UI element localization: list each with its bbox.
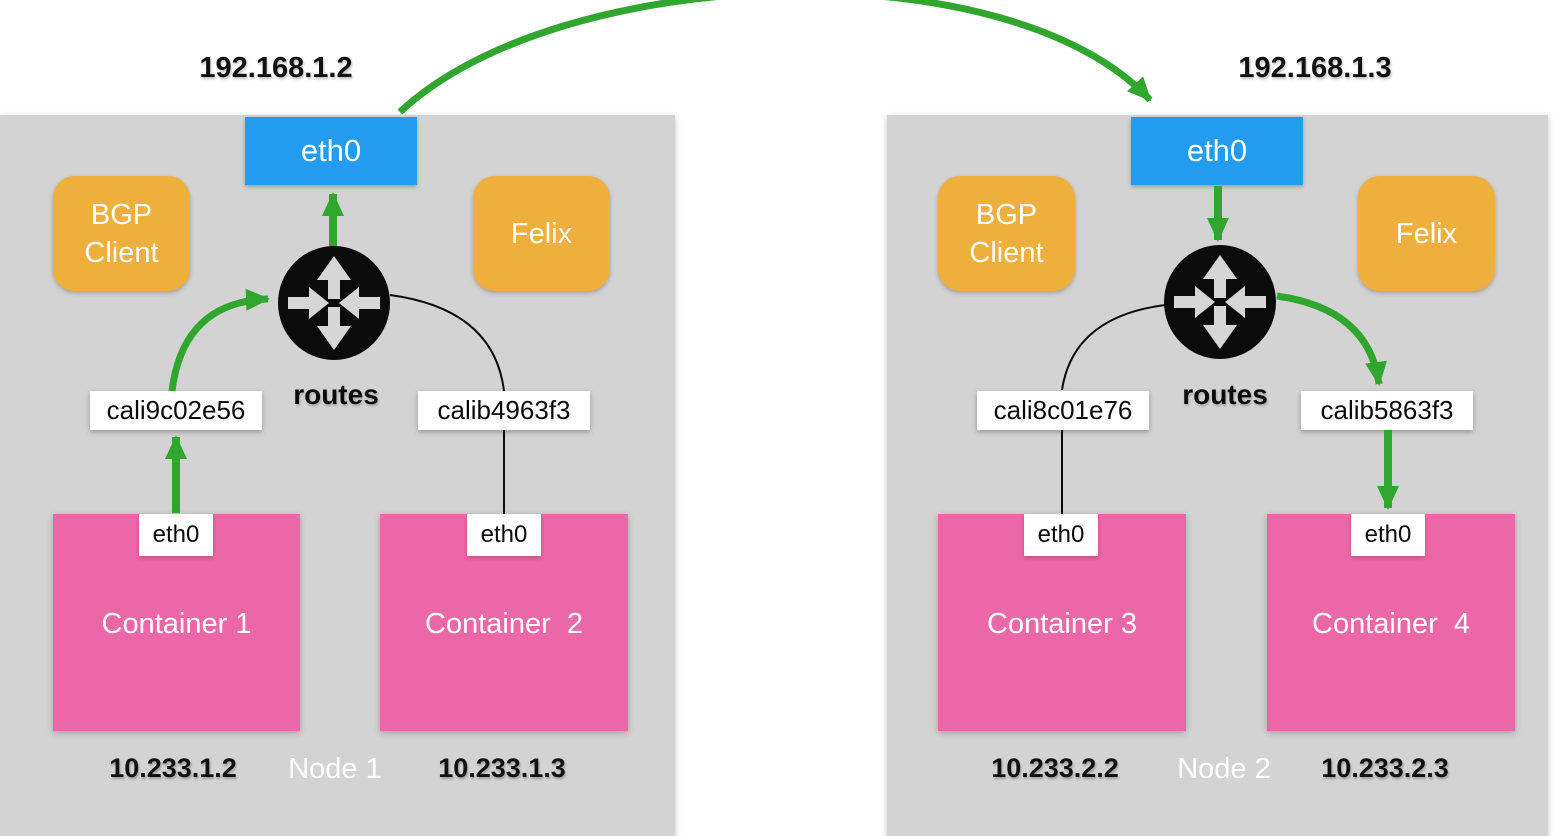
veth-label-calib5863f3: calib5863f3 [1301, 391, 1473, 430]
node1-felix-box: Felix [473, 176, 610, 291]
node2-host-ip: 192.168.1.3 [1238, 52, 1392, 84]
felix-label: Felix [1395, 217, 1458, 250]
node1-bgp-client-box: BGP Client [53, 176, 190, 291]
node1-host-ip: 192.168.1.2 [199, 52, 353, 84]
veth-label-calib4963f3: calib4963f3 [418, 391, 590, 430]
veth-label-cali8c01e76: cali8c01e76 [977, 391, 1149, 430]
container4-ip: 10.233.2.3 [1321, 753, 1449, 783]
container1-ip: 10.233.1.2 [109, 753, 237, 783]
felix-label: Felix [510, 217, 573, 250]
node2-name: Node 2 [1177, 753, 1271, 785]
node1-eth0-interface: eth0 [245, 117, 417, 185]
node2-felix-box: Felix [1358, 176, 1495, 291]
container3-box: Container 3 [938, 514, 1186, 731]
node2-eth0-interface: eth0 [1131, 117, 1303, 185]
node1-routes-label: routes [293, 379, 379, 410]
container1-name: Container 1 [101, 608, 252, 640]
container4-eth0-interface: eth0 [1351, 514, 1425, 556]
node2-bgp-client-box: BGP Client [938, 176, 1075, 291]
node2-routes-label: routes [1182, 379, 1268, 410]
arrow-node1-eth0-to-node2-eth0 [397, 0, 1153, 115]
container4-name: Container 4 [1312, 608, 1470, 640]
container3-name: Container 3 [987, 608, 1137, 640]
bgp-client-label: BGP Client [969, 198, 1044, 269]
container3-eth0-interface: eth0 [1024, 514, 1098, 556]
node1-name: Node 1 [288, 753, 382, 785]
container2-eth0-interface: eth0 [467, 514, 541, 556]
container3-ip: 10.233.2.2 [991, 753, 1119, 783]
container2-ip: 10.233.1.3 [438, 753, 566, 783]
veth-label-cali9c02e56: cali9c02e56 [90, 391, 262, 430]
container2-name: Container 2 [425, 608, 583, 640]
container1-eth0-interface: eth0 [139, 514, 213, 556]
container1-box: Container 1 [53, 514, 300, 731]
bgp-client-label: BGP Client [84, 198, 159, 269]
